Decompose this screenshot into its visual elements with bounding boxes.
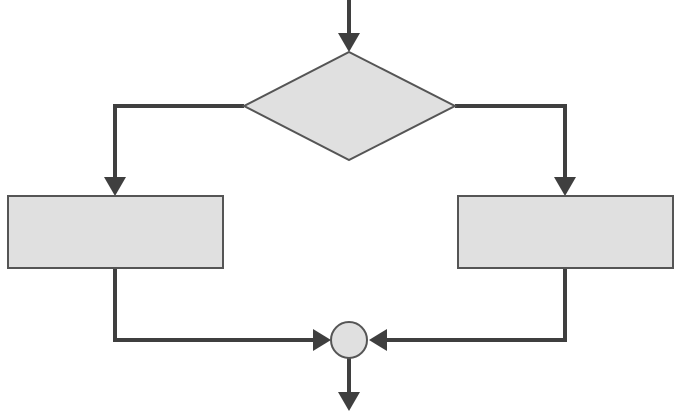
arrowhead-right-box — [554, 177, 576, 196]
arrowhead-merge-left — [313, 329, 331, 351]
arrowhead-exit — [338, 392, 360, 411]
edge-decision-to-left-box — [113, 104, 244, 180]
edge-right-box-to-merge — [384, 268, 567, 342]
merge-circle — [330, 321, 368, 359]
arrowhead-decision-top — [338, 33, 360, 52]
edge-decision-to-right-box — [455, 104, 567, 180]
right-branch-box — [457, 195, 674, 269]
decision-diamond — [241, 50, 458, 162]
edge-left-box-to-merge — [113, 268, 316, 342]
arrowhead-merge-right — [369, 329, 387, 351]
nodes — [7, 50, 674, 359]
left-branch-box — [7, 195, 224, 269]
connectors — [104, 0, 576, 411]
arrowhead-left-box — [104, 177, 126, 196]
